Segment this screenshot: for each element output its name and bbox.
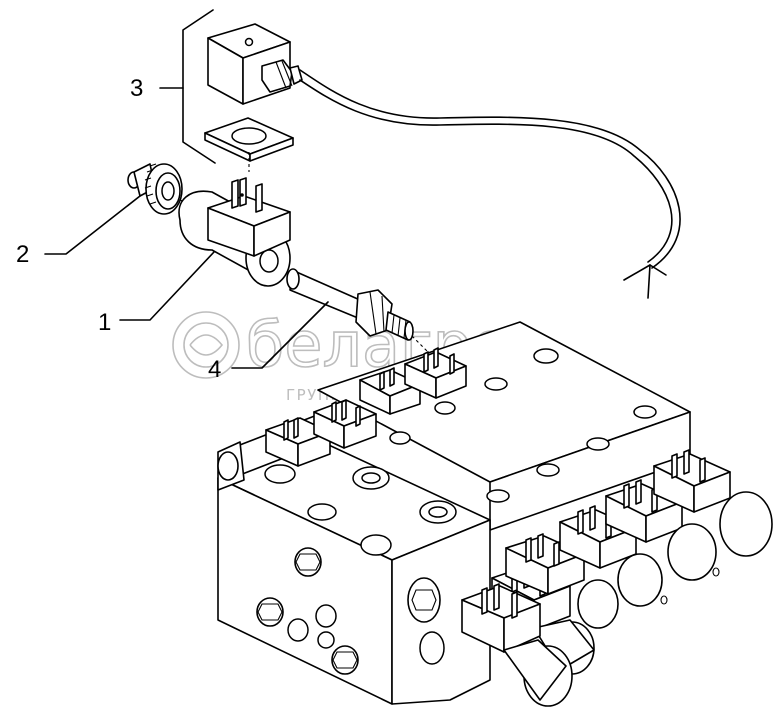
part-3-connector-assembly: [182, 9, 681, 299]
leader-1: [119, 251, 215, 321]
front-face-ports: [256, 534, 392, 675]
watermark-logo-icon: [172, 311, 240, 379]
valve-block-assembly: [217, 321, 773, 707]
back-row-coils: [265, 347, 467, 467]
callout-4: 4: [208, 356, 221, 383]
top-ports-back: [389, 348, 657, 503]
part-1-solenoid-coil: [178, 177, 291, 287]
connector-cable: [299, 69, 681, 299]
part-2-knurled-nut: [127, 163, 209, 215]
connector-gasket: [204, 117, 294, 162]
side-coils: [461, 449, 773, 707]
part-4-solenoid-stem: [286, 268, 429, 353]
leader-2: [44, 195, 141, 255]
leader-lines: [44, 87, 329, 369]
callouts: 3 2 1 4: [16, 75, 221, 383]
callout-2: 2: [16, 241, 29, 268]
leader-4: [231, 301, 329, 369]
callout-1: 1: [98, 309, 111, 336]
coil-pins: [231, 177, 263, 213]
part-3-bracket: [182, 9, 216, 164]
callout-3: 3: [130, 75, 143, 102]
connector-plug: [207, 23, 303, 105]
